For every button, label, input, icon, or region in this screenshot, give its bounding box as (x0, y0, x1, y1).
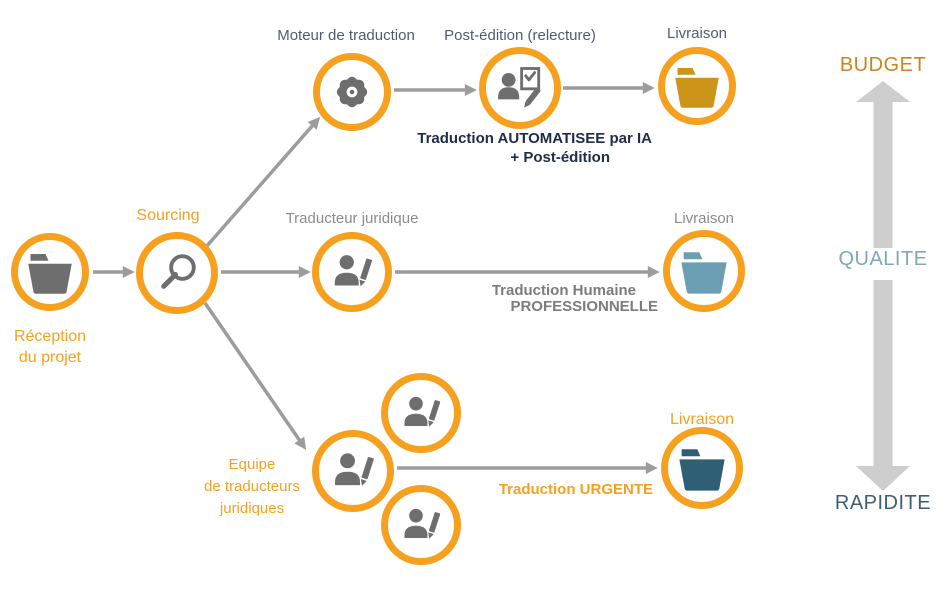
arrow-sourcing-to-engine (204, 116, 321, 249)
engine-label: Moteur de traduction (277, 27, 415, 44)
person-pencil-icon (404, 396, 441, 427)
team-label: Equipe de traducteurs juridiques (204, 456, 300, 517)
human-flow-label-line2: PROFESSIONNELLE (510, 298, 658, 315)
translator-node (312, 232, 392, 312)
human-flow-label-line1: Traduction Humaine (491, 282, 636, 299)
reception-node (11, 233, 89, 311)
reception-label: Réception du projet (13, 328, 87, 366)
budget-rapidite-axis-arrow (856, 81, 910, 491)
delivery-mid-label: Livraison (673, 210, 735, 227)
person-checklist-pencil-icon (498, 67, 541, 108)
team-main-node (312, 430, 394, 512)
translator-label: Traducteur juridique (285, 210, 419, 227)
folder-open-icon (28, 254, 72, 294)
person-pencil-icon (334, 255, 373, 287)
automated-flow-label-line2: + Post-édition (510, 149, 610, 166)
search-icon (161, 254, 196, 289)
person-pencil-icon (335, 453, 374, 486)
urgent-flow-label: Traduction URGENTE (498, 481, 653, 498)
arrow-sourcing-to-team (203, 302, 307, 450)
gear-icon (336, 76, 368, 108)
translation-engine-node (313, 53, 391, 131)
folder-open-icon (679, 449, 725, 491)
delivery-bottom-label: Livraison (669, 411, 735, 428)
axis-budget-label: BUDGET (839, 54, 927, 76)
axis-rapidite-label: RAPIDITE (834, 492, 932, 514)
sourcing-node (136, 232, 218, 314)
team-member-bottom-node (381, 485, 461, 565)
automated-flow-label-line1: Traduction AUTOMATISEE par IA (417, 130, 652, 147)
delivery-bottom-node (661, 427, 743, 509)
folder-open-icon (681, 252, 727, 294)
person-pencil-icon (404, 508, 441, 539)
folder-open-icon (675, 68, 719, 108)
axis-qualite-label: QUALITE (838, 248, 928, 270)
team-member-top-node (381, 373, 461, 453)
postedit-node (479, 47, 561, 129)
sourcing-label: Sourcing (136, 207, 200, 224)
delivery-top-node (658, 47, 736, 125)
delivery-mid-node (663, 230, 745, 312)
delivery-top-label: Livraison (666, 25, 728, 42)
postedit-label: Post-édition (relecture) (444, 27, 596, 44)
